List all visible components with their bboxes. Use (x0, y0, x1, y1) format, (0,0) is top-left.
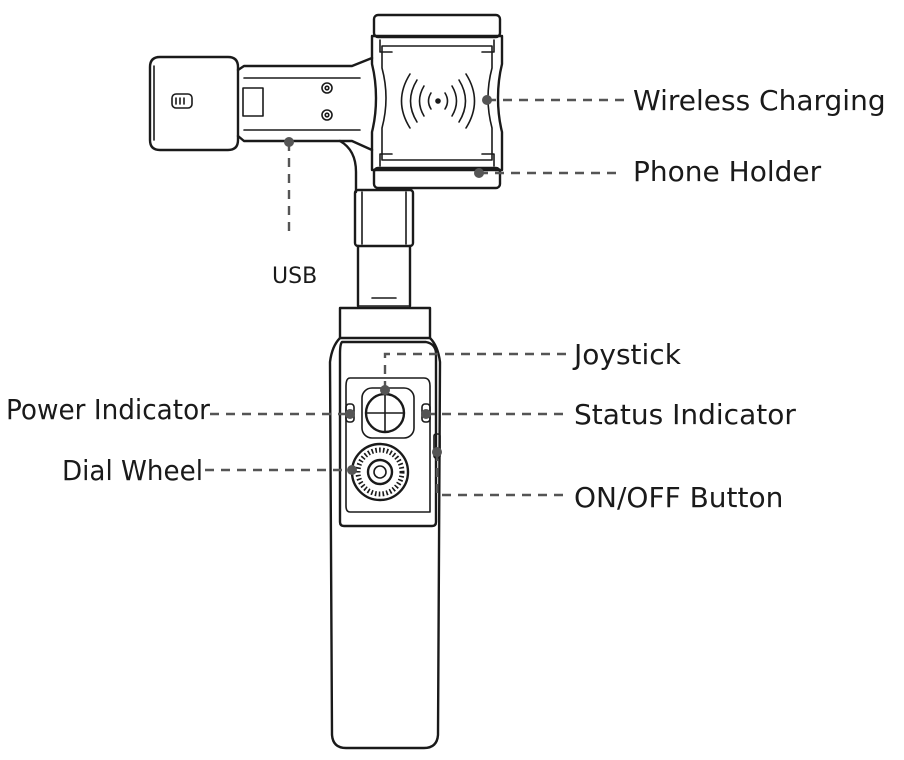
wireless-charging-dot (482, 95, 492, 105)
wireless-charging-icon (400, 73, 476, 129)
motor-cap (148, 55, 240, 152)
on-off-button-leader (435, 452, 566, 497)
label-status-indicator: Status Indicator (574, 398, 796, 431)
label-wireless-charging: Wireless Charging (633, 84, 886, 117)
label-joystick: Joystick (572, 338, 682, 371)
handle (328, 305, 442, 750)
usb-dot (284, 137, 294, 147)
gimbal-illustration (148, 13, 504, 750)
horizontal-arm (236, 56, 374, 152)
power-indicator-dot (345, 409, 355, 419)
status-indicator-dot (421, 409, 431, 419)
phone-holder-dot (474, 168, 484, 178)
label-on-off-button: ON/OFF Button (574, 481, 783, 514)
on-off-button-dot (432, 447, 442, 457)
labels: Wireless Charging Phone Holder USB Joyst… (6, 84, 886, 514)
label-usb: USB (272, 264, 317, 289)
label-power-indicator: Power Indicator (6, 393, 210, 426)
phone-holder-clamp (370, 13, 504, 190)
leader-lines (205, 95, 625, 497)
dial-wheel-dot (347, 465, 357, 475)
joystick-dot (380, 385, 390, 395)
label-phone-holder: Phone Holder (633, 155, 822, 188)
vertical-column (353, 188, 415, 308)
arm-elbow (338, 139, 358, 194)
label-dial-wheel: Dial Wheel (62, 454, 203, 487)
joystick-leader (383, 352, 566, 390)
